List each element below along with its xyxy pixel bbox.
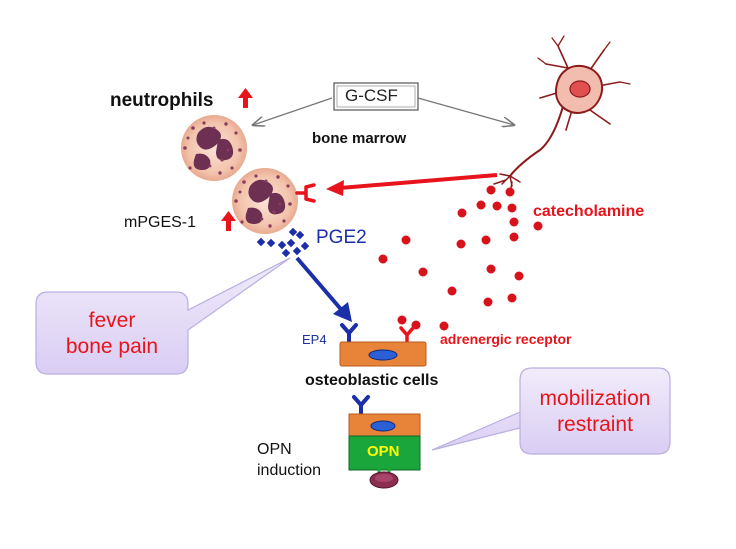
nerve-cell — [493, 35, 631, 195]
neutrophil-cell — [181, 115, 247, 181]
neutrophil-receptor — [295, 183, 316, 203]
pge2-label: PGE2 — [316, 227, 367, 248]
gcsf-label: G-CSF — [345, 86, 398, 105]
mpges-up-arrow — [221, 211, 236, 231]
catecholamine-dots — [378, 185, 543, 331]
neutrophil-cell-mpges — [232, 168, 298, 234]
osteoblast-nucleus — [368, 349, 398, 361]
ep4-label: EP4 — [302, 332, 327, 347]
osteoblastic-cells-label: osteoblastic cells — [305, 372, 439, 389]
mobilization-callout — [431, 367, 671, 455]
mpges-label: mPGES-1 — [124, 214, 197, 231]
adrenergic-receptor-icon — [399, 326, 415, 344]
opn-induction-label-1: OPN — [257, 441, 292, 458]
catecholamine-arrow — [326, 180, 344, 196]
bone-pain-text: bone pain — [65, 335, 159, 358]
fever-callout-text: fever bone pain — [36, 308, 188, 360]
bone-marrow-label: bone marrow — [312, 130, 407, 147]
fever-callout — [35, 257, 291, 375]
nerve-nucleus — [569, 80, 591, 98]
neutrophils-label: neutrophils — [110, 90, 214, 111]
opn-cell-nucleus — [370, 420, 396, 432]
gcsf-to-nerve-arrow — [417, 97, 514, 125]
neutrophils-up-arrow — [238, 88, 253, 108]
mobilization-callout-text: mobilization restraint — [520, 386, 670, 438]
ep4-receptor — [340, 323, 358, 344]
opn-box — [348, 435, 421, 471]
opn-induction-label-2: induction — [257, 462, 322, 479]
pge2-arrow — [295, 256, 347, 316]
gcsf-box — [333, 82, 419, 111]
mobilization-text: mobilization — [539, 387, 651, 410]
fever-text: fever — [88, 309, 136, 332]
catecholamine-label: catecholamine — [533, 203, 645, 220]
opn-cell-receptor — [352, 395, 370, 416]
pge2-molecules — [256, 227, 310, 258]
restraint-text: restraint — [557, 413, 633, 436]
gcsf-to-neutrophil-arrow — [253, 97, 333, 125]
opn-box-label: OPN — [367, 443, 400, 460]
adrenergic-receptor-label: adrenergic receptor — [440, 331, 572, 347]
